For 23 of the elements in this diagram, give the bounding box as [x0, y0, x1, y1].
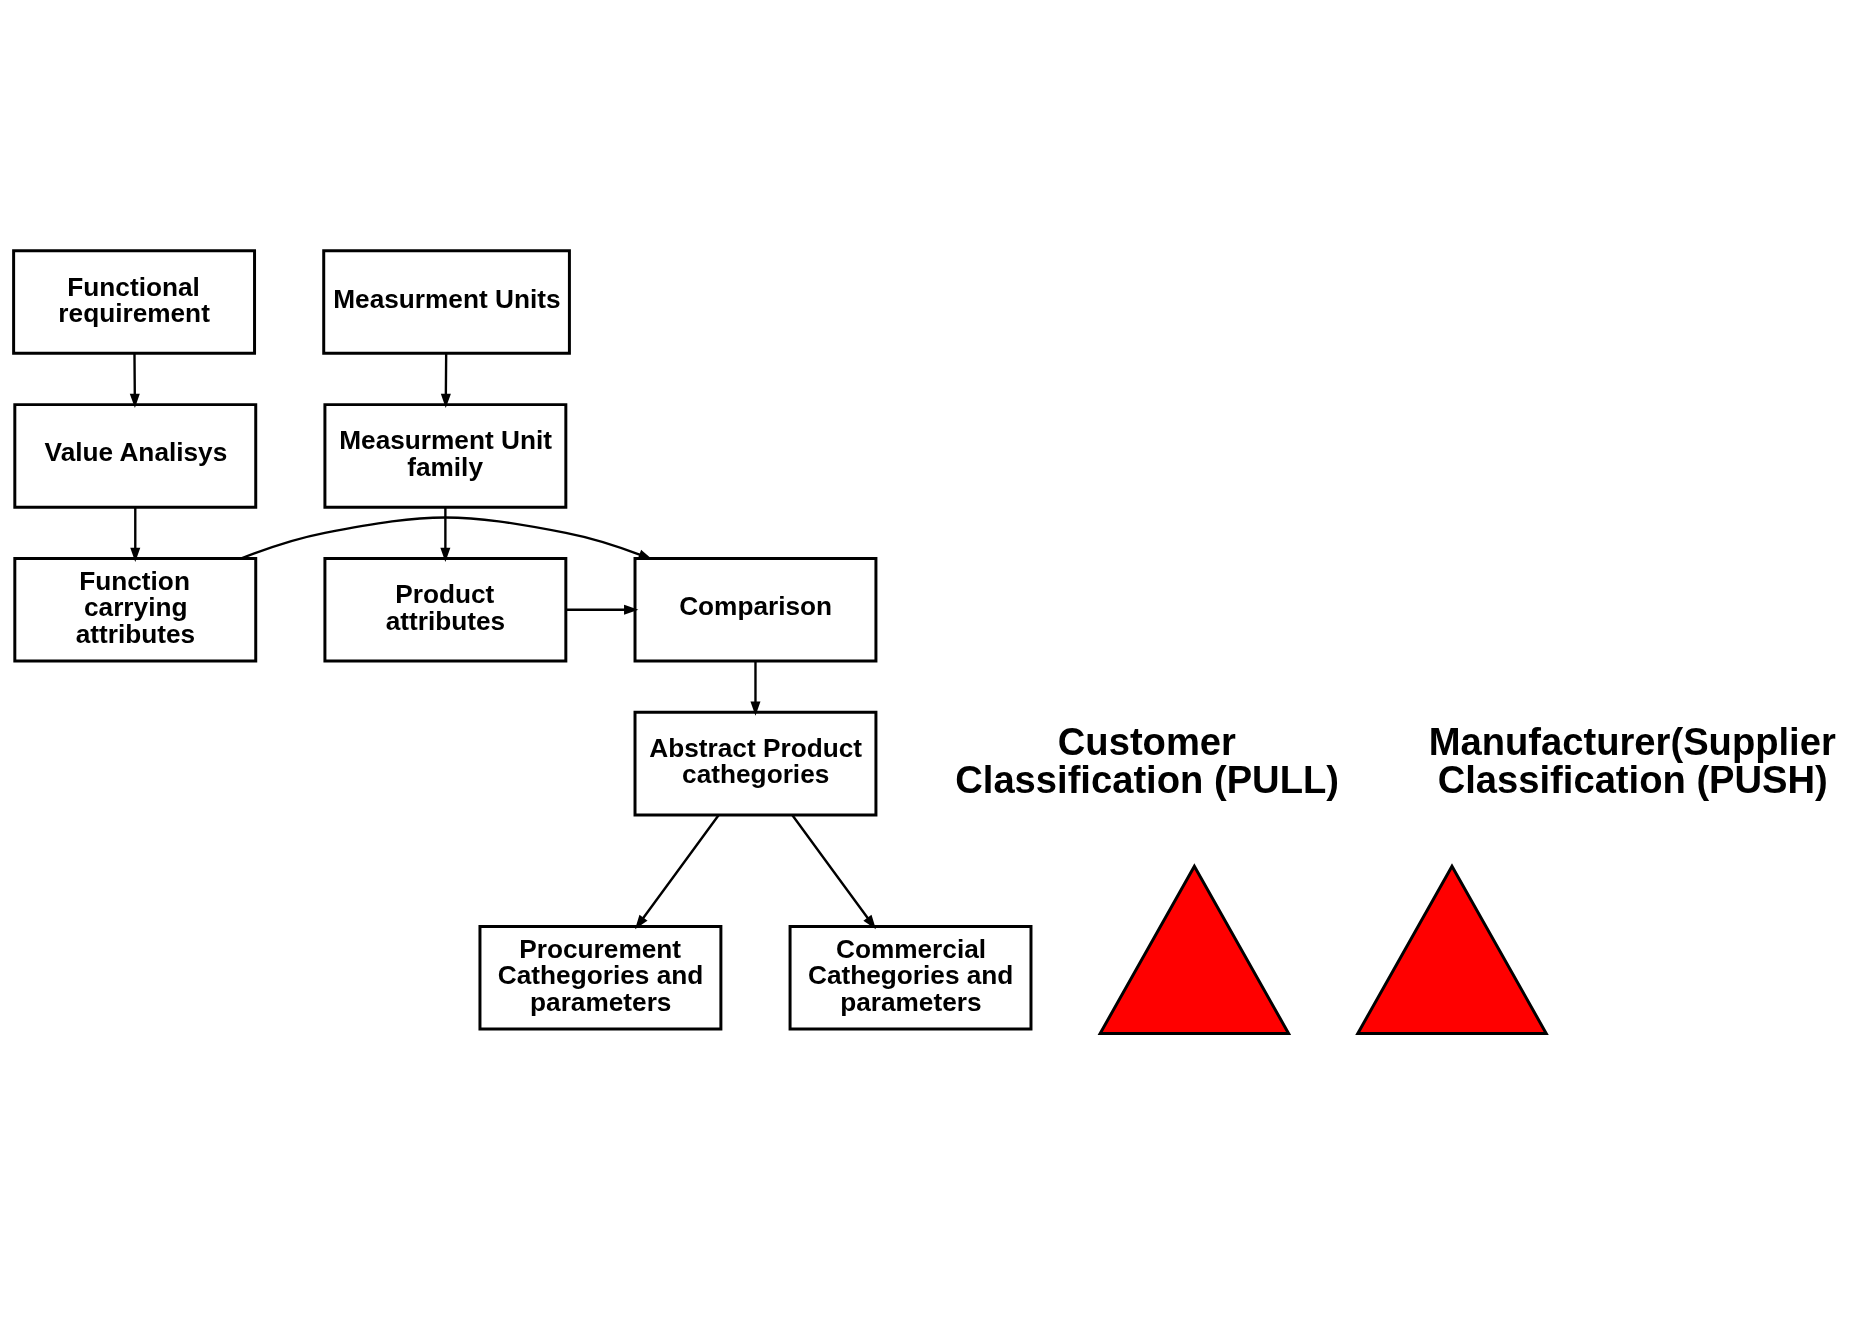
arrow: [130, 507, 141, 562]
arrow: [440, 507, 451, 562]
node-triangle: [1355, 863, 1549, 1035]
node-box: Product attributes: [323, 557, 568, 663]
node-triangle: [1097, 863, 1292, 1035]
node-box: Value Analisys: [13, 403, 258, 509]
node-box: Function carrying attributes: [13, 557, 258, 663]
label: Customer Classification (PULL): [955, 719, 1339, 801]
arrow: [565, 604, 639, 615]
node-box: Procurement Cathegories and parameters: [478, 924, 723, 1031]
arrow: [240, 516, 653, 560]
arrow: [750, 661, 761, 716]
node-box: Functional requirement: [12, 249, 257, 355]
label: Manufacturer(Supplier Classification (PUSH): [1428, 719, 1836, 801]
node-box: Measurment Unit family: [323, 403, 568, 509]
arrow: [440, 353, 451, 409]
arrow: [635, 814, 720, 930]
arrow: [791, 814, 876, 930]
node-box: Comparison: [633, 557, 878, 663]
arrow: [129, 353, 140, 409]
node-box: Measurment Units: [322, 249, 571, 355]
node-box: Commercial Cathegories and parameters: [788, 924, 1033, 1031]
node-box: Abstract Product cathegories: [633, 710, 878, 817]
